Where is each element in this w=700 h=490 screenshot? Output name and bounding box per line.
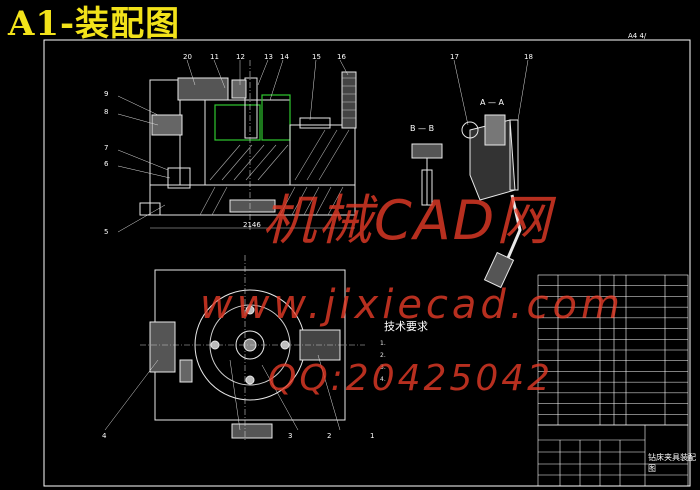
watermark-site-name: 机械CAD网 <box>262 189 553 252</box>
callout-16: 16 <box>337 53 346 61</box>
callout-14: 14 <box>280 53 289 61</box>
tech-requirements-title: 技术要求 <box>384 320 428 333</box>
plan-view <box>104 255 365 440</box>
callout-5: 5 <box>104 228 109 236</box>
callout-leaders <box>117 59 349 233</box>
a-a-view <box>453 59 529 289</box>
title-block <box>537 424 689 487</box>
callout-1: 1 <box>370 432 375 440</box>
tech-note-1: 1. <box>380 340 386 347</box>
callout-7: 7 <box>104 144 109 152</box>
tech-note-2: 2. <box>380 352 386 359</box>
callout-11: 11 <box>210 53 219 61</box>
section-label-b-b: B — B <box>410 124 435 133</box>
callout-17: 17 <box>450 53 459 61</box>
callout-12: 12 <box>236 53 245 61</box>
corner-note: A4 4/ <box>628 32 647 40</box>
watermark-qq: QQ:20425042 <box>268 358 554 399</box>
dimension-label: 2146 <box>243 221 261 229</box>
callout-6: 6 <box>104 160 109 168</box>
callout-20: 20 <box>183 53 192 61</box>
page-title: A1-装配图 <box>8 4 181 44</box>
tech-note-4: 4. <box>380 376 386 383</box>
tech-note-3: 3. <box>380 364 386 371</box>
watermark-url: www.jixiecad.com <box>200 282 624 328</box>
b-b-view <box>411 143 443 206</box>
callout-3: 3 <box>288 432 293 440</box>
callout-9: 9 <box>104 90 109 98</box>
callout-18: 18 <box>524 53 533 61</box>
front-section-view <box>139 60 357 230</box>
section-label-a-a: A — A <box>480 98 505 107</box>
callout-4: 4 <box>102 432 107 440</box>
bom-rows <box>538 285 688 415</box>
callout-13: 13 <box>264 53 273 61</box>
callout-2: 2 <box>327 432 332 440</box>
drawing-name: 钻床夹具装配图 <box>648 453 696 473</box>
callout-15: 15 <box>312 53 321 61</box>
callout-8: 8 <box>104 108 109 116</box>
sheet-border <box>43 39 691 487</box>
